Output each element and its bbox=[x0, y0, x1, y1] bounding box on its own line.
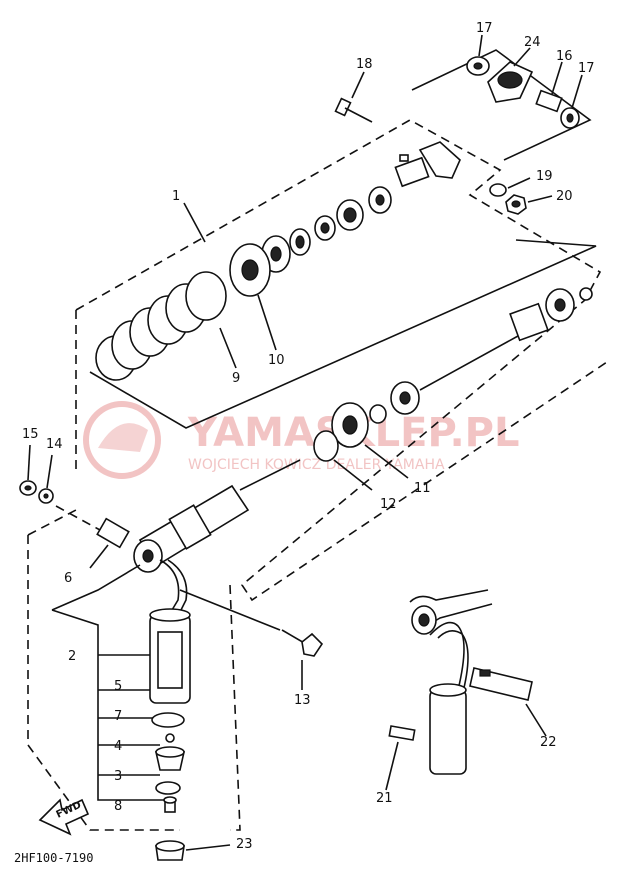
part-17a bbox=[466, 34, 490, 76]
callout-7: 7 bbox=[114, 709, 122, 724]
part-6 bbox=[89, 517, 130, 569]
watermark-helmet-icon bbox=[98, 423, 148, 452]
part-15 bbox=[19, 444, 37, 496]
part-21 bbox=[385, 725, 416, 791]
callout-13: 13 bbox=[294, 693, 311, 708]
callout-2: 2 bbox=[68, 649, 76, 664]
outline-14-link bbox=[55, 505, 101, 531]
part-3 bbox=[155, 781, 181, 795]
callout-24: 24 bbox=[524, 35, 541, 50]
part-23 bbox=[155, 840, 231, 861]
callout-9: 9 bbox=[232, 371, 240, 386]
part-19 bbox=[489, 177, 531, 197]
part-7 bbox=[165, 733, 175, 743]
outline-left-lower bbox=[27, 535, 180, 831]
callout-1: 1 bbox=[172, 189, 180, 204]
part-8 bbox=[163, 796, 177, 813]
installed-detail bbox=[409, 589, 493, 775]
watermark-logo-icon bbox=[83, 401, 161, 479]
part-12 bbox=[313, 430, 373, 491]
callout-6: 6 bbox=[64, 571, 72, 586]
callout-12: 12 bbox=[380, 497, 397, 512]
shock-assembly-outline bbox=[75, 119, 611, 602]
top-bracket-outline bbox=[411, 49, 592, 161]
callout-5: 5 bbox=[114, 679, 122, 694]
callout-11: 11 bbox=[414, 481, 431, 496]
callout-18: 18 bbox=[356, 57, 373, 72]
callout-17a: 17 bbox=[476, 21, 493, 36]
part-24 bbox=[487, 47, 534, 103]
part-20 bbox=[505, 194, 553, 215]
callout-14: 14 bbox=[46, 437, 63, 452]
callout-23: 23 bbox=[236, 837, 253, 852]
part-11 bbox=[331, 402, 409, 479]
part-4 bbox=[155, 746, 185, 771]
reservoir-group-bracket bbox=[51, 609, 175, 801]
lower-rod-assembly bbox=[369, 287, 593, 424]
part-14 bbox=[38, 454, 54, 504]
part-17b bbox=[560, 74, 583, 129]
leader-1 bbox=[183, 202, 206, 243]
part-16 bbox=[535, 61, 563, 113]
callout-21: 21 bbox=[376, 791, 393, 806]
callout-8: 8 bbox=[114, 799, 122, 814]
fwd-arrow-icon: FWD bbox=[38, 798, 90, 836]
part-22 bbox=[469, 667, 547, 737]
upper-shaft-stack bbox=[261, 186, 392, 273]
reservoir-leader bbox=[51, 564, 141, 611]
part-18 bbox=[334, 71, 373, 123]
callout-4: 4 bbox=[114, 739, 122, 754]
part-13 bbox=[179, 589, 324, 690]
callout-16: 16 bbox=[556, 49, 573, 64]
callout-22: 22 bbox=[540, 735, 557, 750]
part-2-reservoir bbox=[98, 608, 191, 704]
part-10 bbox=[229, 243, 277, 351]
part-9-spring bbox=[95, 271, 237, 381]
diagram-code: 2HF100-7190 bbox=[14, 851, 93, 865]
callout-17b: 17 bbox=[578, 61, 595, 76]
callout-10: 10 bbox=[268, 353, 285, 368]
spring-group-outline bbox=[89, 239, 597, 429]
damper-body bbox=[133, 459, 301, 613]
callout-15: 15 bbox=[22, 427, 39, 442]
callout-20: 20 bbox=[556, 189, 573, 204]
part-clevis bbox=[394, 141, 461, 188]
outline-bottom-right bbox=[229, 584, 241, 831]
callout-3: 3 bbox=[114, 769, 122, 784]
watermark-subtitle: WOJCIECH KOWICZ DEALER YAMAHA bbox=[188, 457, 445, 473]
callout-labels: 17 24 16 17 18 19 20 1 10 9 15 14 12 11 … bbox=[22, 21, 595, 852]
assembly-outlines bbox=[27, 49, 611, 831]
callout-19: 19 bbox=[536, 169, 553, 184]
outline-left-link bbox=[27, 509, 77, 536]
part-5 bbox=[151, 712, 185, 728]
